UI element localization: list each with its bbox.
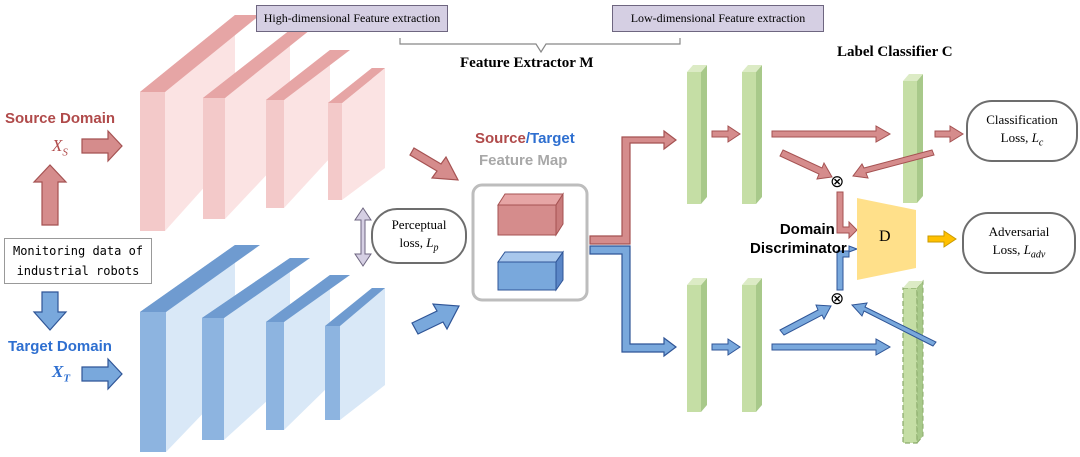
source-to-classifier-arrow xyxy=(771,125,892,143)
feature-extractor-label: Feature Extractor M xyxy=(460,55,594,71)
adversarial-line-1: Adversarial xyxy=(988,223,1050,239)
adversarial-loss-box: Adversarial Loss, Ladv xyxy=(962,212,1076,274)
target-cnn-block-4 xyxy=(325,288,385,420)
source-cnn-block-4 xyxy=(328,68,385,200)
monitoring-to-target-arrow xyxy=(32,291,68,331)
classifier-to-classification-loss-arrow xyxy=(934,125,964,143)
target-cnn-block-1 xyxy=(140,245,260,452)
classification-line-1: Classification xyxy=(986,111,1058,127)
source-input-arrow xyxy=(81,129,123,163)
target-branch-connector xyxy=(589,245,677,358)
fusion-node-target: ⊗ xyxy=(830,289,845,308)
target-cnn-block-3 xyxy=(266,275,350,430)
source-domain-symbol: XS xyxy=(52,136,68,159)
target-domain-title: Target Domain xyxy=(8,338,112,355)
target-input-arrow xyxy=(81,357,123,391)
target-feature-cube xyxy=(497,250,564,292)
fusion-node-source: ⊗ xyxy=(830,172,845,191)
source-to-feature-map-arrow xyxy=(409,147,460,181)
target-fusion-to-discriminator-arrow xyxy=(836,245,859,291)
classifier-source-to-fusion-arrow xyxy=(852,149,935,179)
discriminator-label: D xyxy=(879,228,891,245)
monitoring-data-box: Monitoring data of industrial robots xyxy=(4,238,152,284)
source-features-to-fusion-arrow xyxy=(779,149,833,180)
perceptual-loss-box: Perceptual loss, Lp xyxy=(371,208,467,264)
domain-discriminator-label: Domain Discriminator xyxy=(750,221,847,257)
monitoring-line-1: Monitoring data of xyxy=(12,244,144,258)
source-layer-1 xyxy=(687,65,707,204)
target-layer-arrow-1 xyxy=(711,338,741,356)
feature-extractor-brace xyxy=(399,38,681,54)
perceptual-double-arrow xyxy=(354,207,372,267)
source-domain-title: Source Domain xyxy=(5,110,116,127)
classification-line-2: Loss, Lc xyxy=(1000,130,1044,149)
source-cnn-block-3 xyxy=(266,50,350,208)
source-layer-2 xyxy=(742,65,762,204)
high-dim-tag: High-dimensional Feature extraction xyxy=(256,5,448,32)
feature-map-title-2: Feature Map xyxy=(479,152,568,169)
perceptual-line-1: Perceptual xyxy=(391,216,447,232)
discriminator-to-adversarial-arrow xyxy=(927,230,957,248)
source-feature-cube xyxy=(497,192,564,237)
feature-map-title-1: Source/Target xyxy=(475,130,575,147)
classification-loss-box: Classification Loss, Lc xyxy=(966,100,1078,162)
monitoring-line-2: industrial robots xyxy=(16,264,140,278)
classifier-target-to-fusion-arrow xyxy=(850,302,937,347)
source-branch-connector xyxy=(589,129,677,245)
discriminator-block xyxy=(857,198,916,280)
classifier-layer-source xyxy=(903,74,923,203)
classifier-layer-target-shared xyxy=(902,279,924,445)
target-layer-1 xyxy=(687,278,707,412)
source-fusion-to-discriminator-arrow xyxy=(836,191,858,240)
target-domain-symbol: XT xyxy=(52,362,71,385)
low-dim-tag: Low-dimensional Feature extraction xyxy=(612,5,824,32)
target-features-to-fusion-arrow xyxy=(779,304,832,336)
monitoring-to-source-arrow xyxy=(32,164,68,226)
target-layer-2 xyxy=(742,278,762,412)
target-to-feature-map-arrow xyxy=(411,303,460,335)
adversarial-line-2: Loss, Ladv xyxy=(992,242,1046,261)
source-cnn-block-2 xyxy=(203,30,310,219)
label-classifier-label: Label Classifier C xyxy=(837,44,953,60)
perceptual-line-2: loss, Lp xyxy=(399,235,439,254)
source-layer-arrow-1 xyxy=(711,125,741,143)
source-cnn-block-1 xyxy=(140,15,260,231)
target-to-classifier-arrow xyxy=(771,338,892,356)
